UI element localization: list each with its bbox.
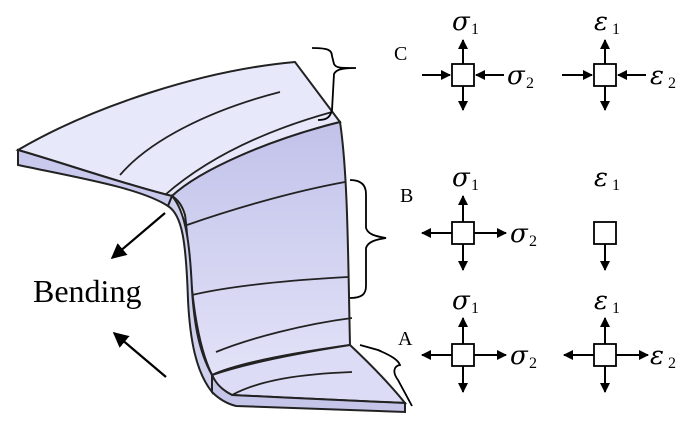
part-line-bottom-1 [215,317,353,353]
part-line-top-1 [119,91,281,176]
epsilon1-symbol: ε [594,7,608,37]
element-square [593,63,617,87]
sigma2-subscript: 2 [526,75,534,92]
sigma2-subscript: 2 [529,233,537,250]
epsilon1-subscript: 1 [612,177,620,194]
zone-a-stress-element: σ 1 σ 2 [421,286,537,393]
part-line-wall-2 [191,276,349,296]
epsilon1-subscript: 1 [612,300,620,317]
bottom-flange-edge [211,374,406,414]
bending-arrow-lower [112,332,167,378]
brace-c [311,47,357,121]
brace-a [359,344,413,407]
zone-c-label: C [394,43,407,65]
sigma2-symbol: σ [510,219,529,249]
element-square [451,63,475,87]
brace-b [349,179,387,299]
epsilon2-symbol: ε [650,61,664,91]
element-square [451,343,475,367]
part-line-top-2 [164,111,333,196]
sigma1-subscript: 1 [471,21,479,38]
epsilon1-symbol: ε [594,163,608,193]
sigma1-symbol: σ [452,163,471,193]
sigma1-symbol: σ [452,286,471,316]
formed-part [15,60,408,414]
zone-b-label: B [400,185,413,207]
zone-b-stress-element: σ 1 σ 2 [421,163,537,271]
sigma1-subscript: 1 [471,177,479,194]
epsilon1-subscript: 1 [612,21,620,38]
sigma2-symbol: σ [510,341,529,371]
zone-b-strain-element: ε 1 [593,163,620,271]
epsilon1-symbol: ε [594,286,608,316]
sigma2-symbol: σ [507,61,526,91]
zone-c-stress-element: σ 1 σ 2 [422,7,534,111]
element-square [593,343,617,367]
bending-label: Bending [33,273,141,309]
part-line-wall-1 [186,181,346,226]
bending-arrow-upper [110,212,166,259]
epsilon2-symbol: ε [650,341,664,371]
zone-a-label: A [398,328,413,350]
element-square [451,221,475,245]
sigma2-subscript: 2 [529,355,537,372]
element-square [593,221,617,245]
sigma1-subscript: 1 [471,300,479,317]
part-line-bottom-2 [231,371,353,396]
epsilon2-subscript: 2 [668,75,676,92]
zone-c-strain-element: ε 1 ε 2 [562,7,676,111]
zone-a-strain-element: ε 1 ε 2 [563,286,676,393]
epsilon2-subscript: 2 [668,355,676,372]
sigma1-symbol: σ [452,7,471,37]
